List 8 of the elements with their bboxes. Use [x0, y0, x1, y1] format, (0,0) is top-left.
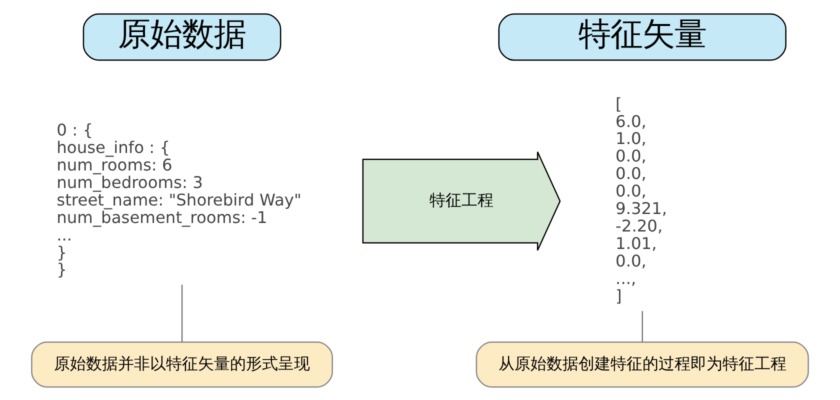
node-box: 从原始数据创建特征的过程即为特征工程 [476, 340, 809, 388]
node-text: [ 6.0, 1.0, 0.0, 0.0, 0.0, 9.321, -2.20, 1.01, 0.0, ..., ] [616, 94, 668, 305]
connector [181, 284, 183, 342]
node-box: 原始数据 [82, 12, 282, 60]
node-box: 原始数据并非以特征矢量的形式呈现 [31, 340, 333, 388]
node-box: 特征矢量 [498, 12, 786, 60]
connector [642, 310, 643, 342]
node-text: 0 : { house_info : { num_rooms: 6 num_bedrooms: 3 street_name: "Shorebird Way" num_basement_rooms: -1 ... } } [56, 120, 302, 279]
